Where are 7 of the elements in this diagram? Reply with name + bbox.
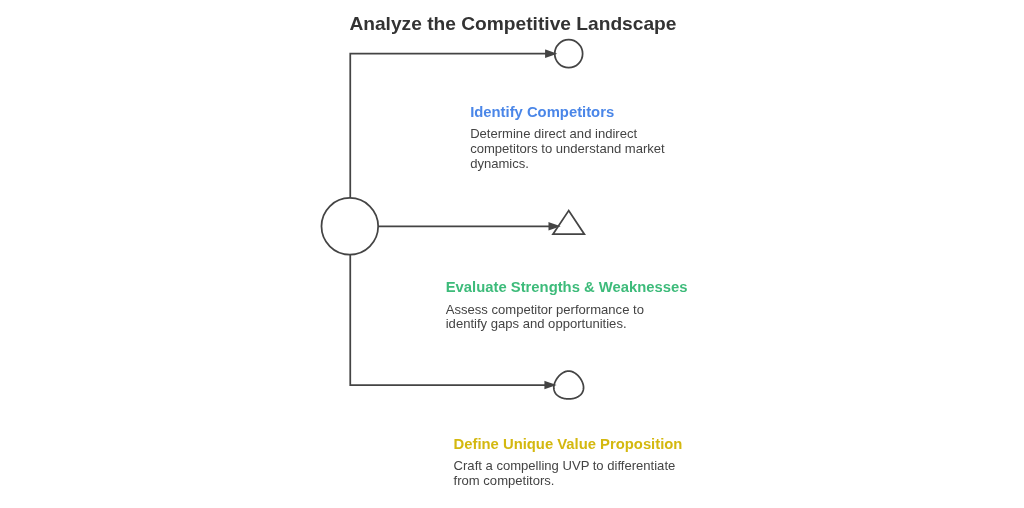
- node-label: Identify Competitors: [470, 103, 615, 120]
- node-label: Craft a compelling UVP to differentiate from competitors.: [453, 458, 676, 489]
- diagram-title: Analyze the Competitive Landscape: [349, 12, 677, 34]
- node-label: Evaluate Strengths & Weaknesses: [445, 279, 688, 296]
- node-label: Define Unique Value Proposition: [453, 436, 683, 453]
- node-label: Determine direct and indirect competitors to understand market dynamics.: [470, 126, 665, 171]
- node-label: Assess competitor performance to identify gaps and opportunities.: [445, 301, 644, 332]
